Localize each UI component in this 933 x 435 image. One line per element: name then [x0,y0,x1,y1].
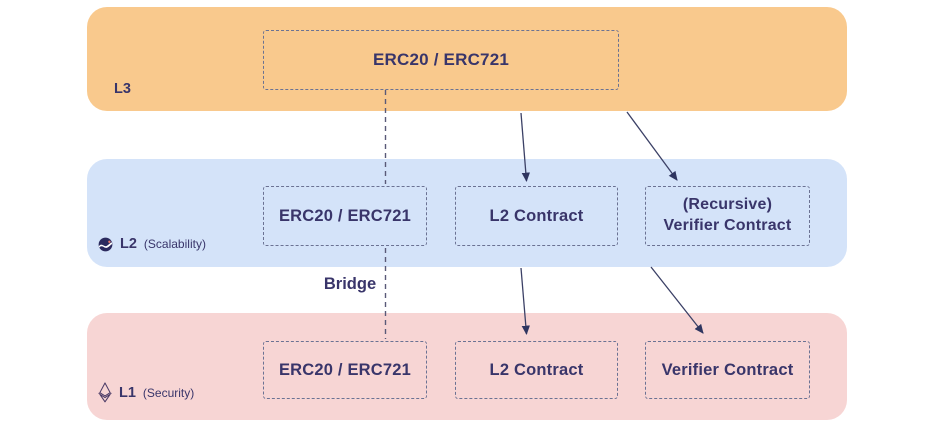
band-l2-sublabel: (Scalability) [143,237,206,251]
band-l1: L1 (Security) ERC20 / ERC721 L2 Contract… [87,313,847,420]
band-l3: L3 ERC20 / ERC721 [87,7,847,111]
band-l1-tag: L1 (Security) [98,382,194,403]
box-l2-erc20-erc721: ERC20 / ERC721 [263,186,427,246]
box-l1-verifier-contract: Verifier Contract [645,341,810,399]
ethereum-icon [98,382,112,403]
box-l1-l2-contract: L2 Contract [455,341,618,399]
starknet-icon [98,237,113,252]
box-l1-erc20-erc721: ERC20 / ERC721 [263,341,427,399]
band-l2: L2 (Scalability) ERC20 / ERC721 L2 Contr… [87,159,847,267]
band-l3-label: L3 [114,81,131,97]
bridge-label: Bridge [323,275,377,293]
band-l3-tag: L3 [114,81,131,97]
band-l2-label: L2 [120,236,137,252]
box-l2-recursive-verifier-contract: (Recursive) Verifier Contract [645,186,810,246]
box-l2-l2-contract: L2 Contract [455,186,618,246]
band-l2-tag: L2 (Scalability) [98,236,206,252]
band-l1-label: L1 [119,384,136,401]
box-l3-erc20-erc721: ERC20 / ERC721 [263,30,619,90]
band-l1-sublabel: (Security) [142,385,195,400]
